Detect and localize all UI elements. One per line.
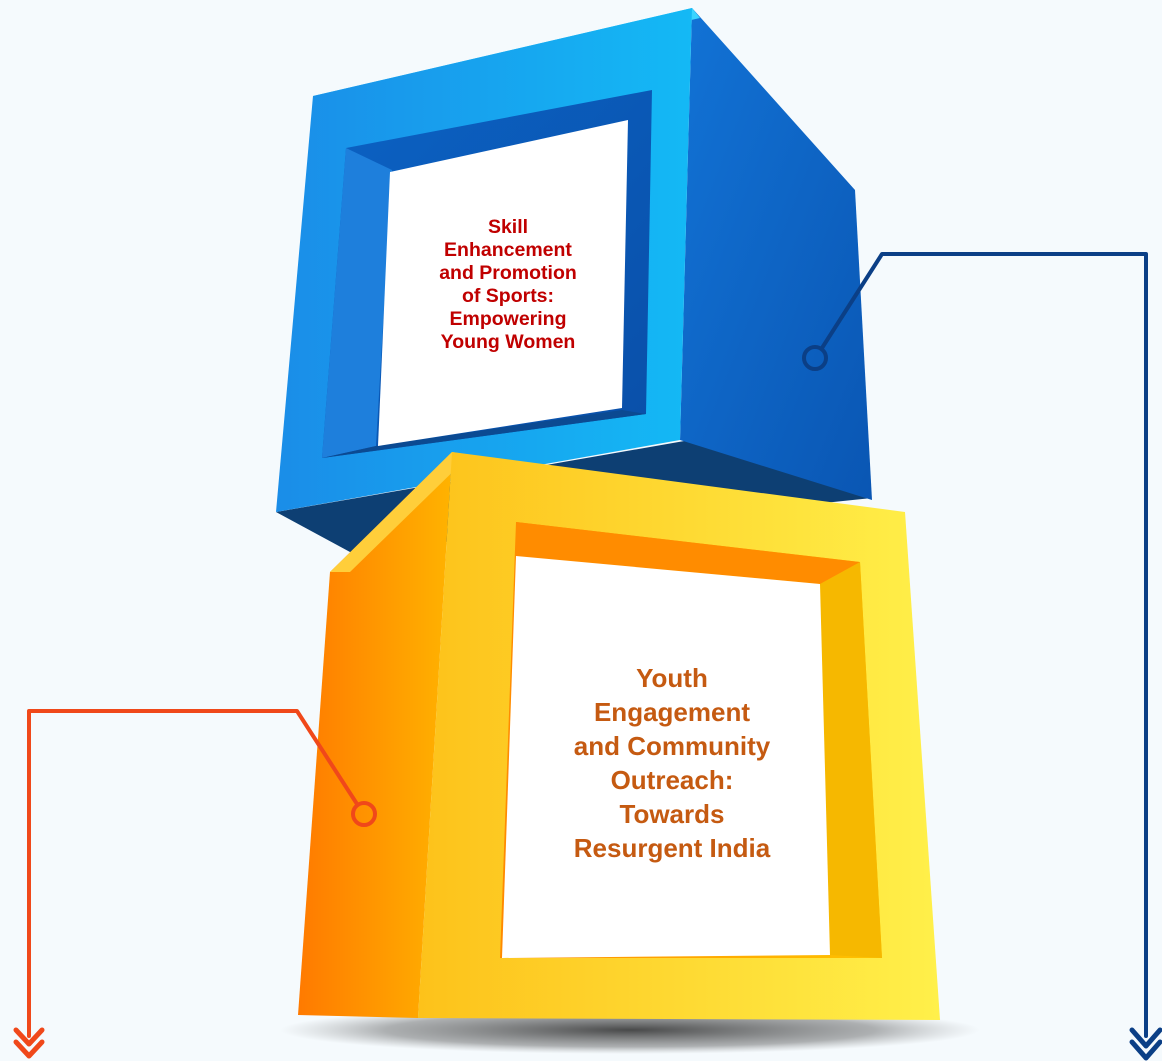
bottom-box-label: Youth Engagement and Community Outreach:…: [530, 638, 814, 888]
bottom-box-connector: [13, 709, 377, 1059]
top-panel: [378, 120, 628, 446]
top-box-label: Skill Enhancement and Promotion of Sport…: [392, 190, 624, 380]
bottom-yellow-box: [298, 452, 940, 1020]
top-box-connector: [802, 252, 1162, 1061]
top-blue-box: [276, 8, 872, 552]
top-box-text: Skill Enhancement and Promotion of Sport…: [439, 216, 577, 353]
bottom-panel: [502, 556, 830, 958]
bottom-box-text: Youth Engagement and Community Outreach:…: [573, 663, 771, 863]
